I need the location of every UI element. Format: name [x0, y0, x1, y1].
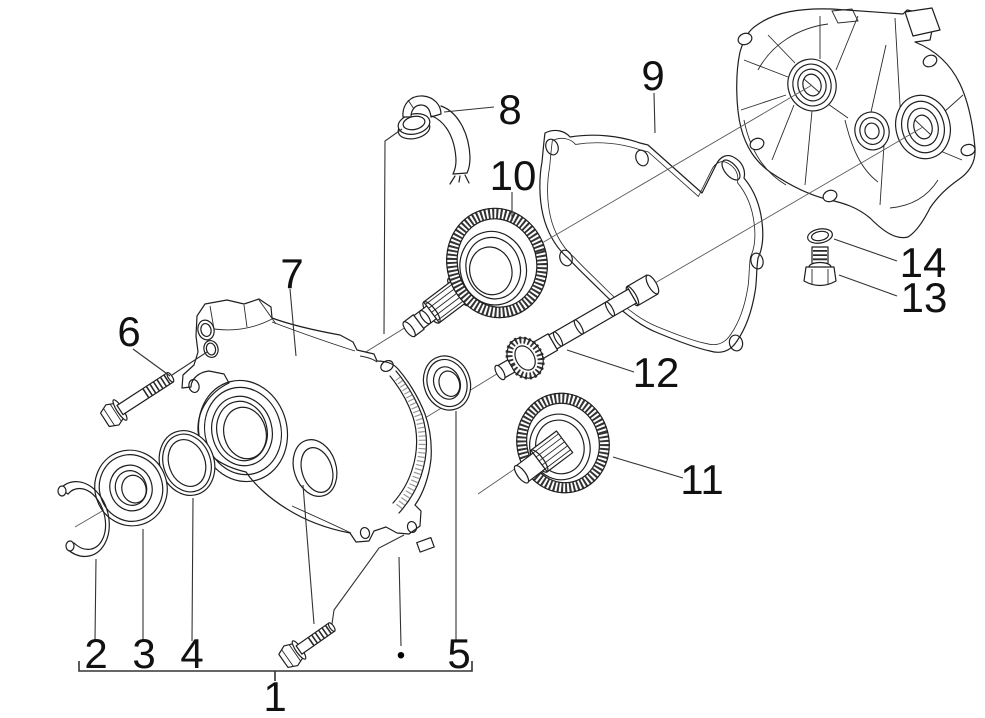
- cover-output-boss: [197, 379, 289, 483]
- cover-screw: [278, 622, 336, 669]
- sealing-washer: [807, 228, 833, 244]
- crankcase-half: [736, 7, 976, 239]
- leader-2: [94, 558, 97, 642]
- case-top-stub: [904, 7, 941, 37]
- shaft-pinion-gear: [505, 336, 545, 380]
- driven-gear-hub: [513, 430, 574, 484]
- leader-13: [838, 274, 898, 297]
- cover-bearing: [422, 355, 472, 411]
- drain-plug-bolt: [803, 246, 837, 287]
- leader-8-to-cover: [383, 128, 403, 335]
- callout-12: 12: [633, 349, 680, 396]
- callout-14: 14: [900, 239, 947, 286]
- assembly-dot-marker: •: [397, 642, 405, 669]
- callout-9: 9: [641, 52, 664, 99]
- input-gear: [446, 207, 548, 319]
- leader-6: [132, 348, 171, 377]
- leader-lines: [78, 92, 898, 681]
- callout-5: 5: [447, 630, 470, 677]
- circlip: [57, 481, 110, 558]
- leader-4: [191, 497, 194, 642]
- leader-14: [833, 238, 898, 262]
- callout-8: 8: [498, 86, 521, 133]
- callout-13: 13: [901, 274, 948, 321]
- case-ear-holes: [737, 32, 976, 203]
- callout-2: 2: [84, 630, 107, 677]
- leader-8: [443, 106, 495, 113]
- callout-1: 1: [263, 673, 286, 718]
- leader-cover-screw-b: [331, 534, 405, 625]
- driven-gear: [513, 392, 610, 494]
- leader-9: [653, 92, 656, 134]
- callout-10: 10: [490, 152, 537, 199]
- leader-7: [289, 288, 297, 357]
- bolt6-alignment-line: [171, 351, 208, 376]
- leader-12: [566, 349, 635, 373]
- leader-cover-screw-a: [302, 484, 315, 625]
- cover-gasket: [539, 129, 764, 353]
- oil-seal-ring: [158, 430, 216, 496]
- intermediate-shaft: [494, 274, 660, 381]
- breather-pipe: [397, 95, 471, 185]
- cover-lug-holes: [188, 319, 435, 553]
- callout-11: 11: [680, 456, 724, 503]
- case-bearing-boss-middle: [854, 111, 890, 151]
- leader-11: [612, 456, 684, 479]
- cover-bracket-details: [209, 299, 378, 534]
- leader-dot: [398, 556, 402, 647]
- cover-recess: [292, 439, 338, 497]
- callout-6: 6: [117, 308, 140, 355]
- callout-7: 7: [280, 250, 303, 297]
- callout-4: 4: [180, 630, 203, 677]
- flange-bolt-6: [99, 371, 175, 428]
- callout-labels: 1 2 3 4 5 6 7 8 9 10 11 12 13 14 •: [84, 52, 947, 718]
- gasket-bolt-holes: [545, 138, 764, 352]
- gearbox-cover: [181, 298, 435, 553]
- callout-3: 3: [132, 630, 155, 677]
